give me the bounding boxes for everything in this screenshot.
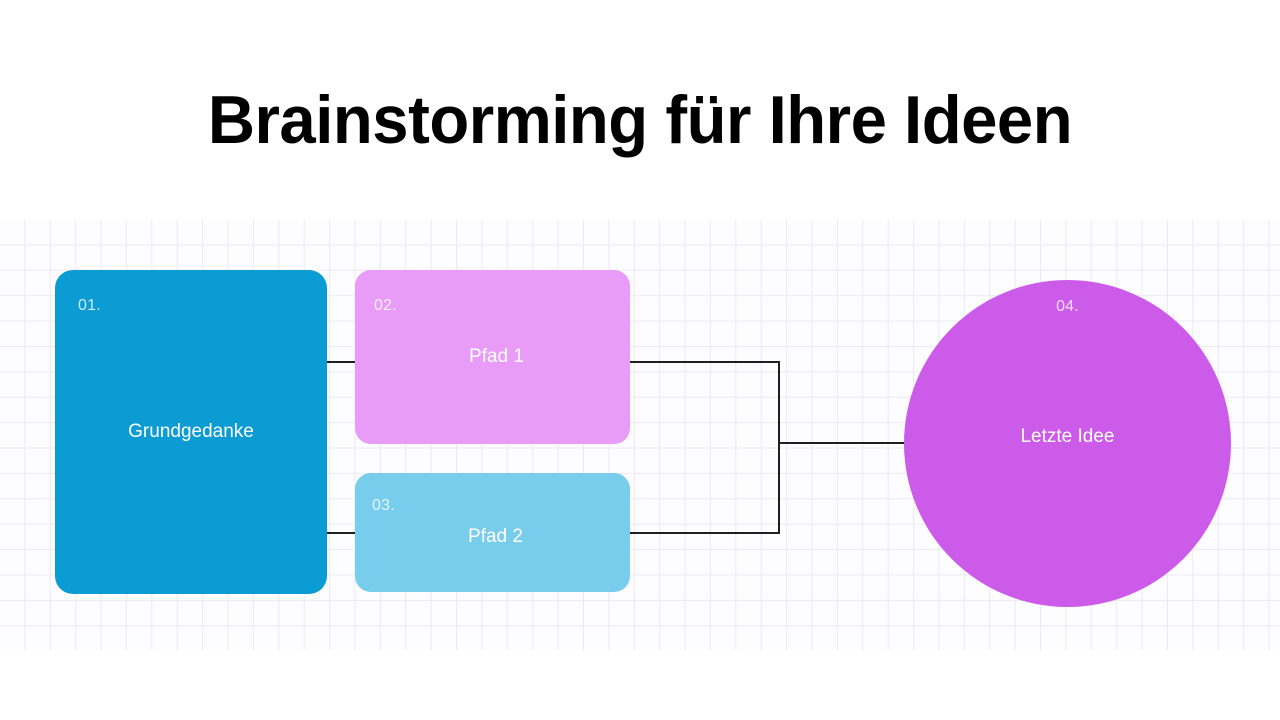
node-label: Pfad 2 <box>468 526 523 547</box>
node-label: Pfad 1 <box>469 346 524 367</box>
node-number: 04. <box>1056 298 1079 315</box>
page-title: Brainstorming für Ihre Ideen <box>207 82 1073 158</box>
node-number: 03. <box>372 497 395 514</box>
node-grundgedanke[interactable]: 01. Grundgedanke <box>55 270 327 594</box>
node-number: 02. <box>374 297 397 314</box>
node-label: Letzte Idee <box>1020 426 1115 447</box>
node-pfad-1[interactable]: 02. Pfad 1 <box>355 270 630 444</box>
node-letzte-idee[interactable]: 04. Letzte Idee <box>904 280 1231 607</box>
node-number: 01. <box>78 297 101 314</box>
node-pfad-2[interactable]: 03. Pfad 2 <box>355 473 630 592</box>
node-label: Grundgedanke <box>128 421 254 442</box>
